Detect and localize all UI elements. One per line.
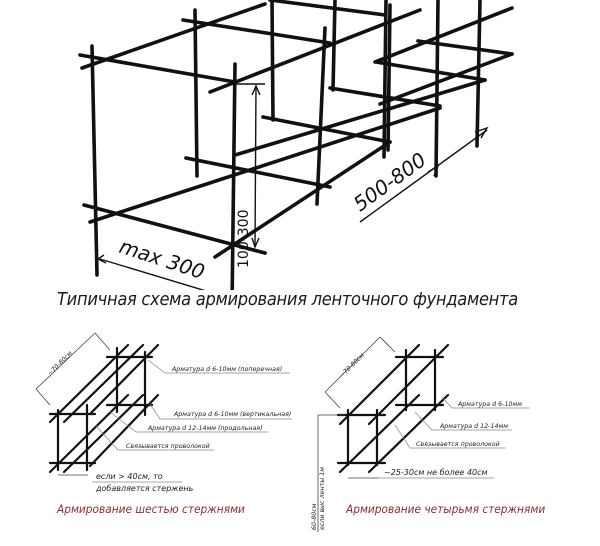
label-wire-right: Связывается проволокой: [416, 441, 500, 448]
label-500-800: 500-800: [349, 148, 431, 217]
label-rebar-12-14: Арматура d 12-14мм: [439, 423, 508, 430]
dimension-max-300: max 300: [96, 234, 208, 290]
label-width-left: ~70-80см: [46, 350, 74, 378]
label-note-line2: добавляется стержень: [95, 484, 194, 493]
label-wire: Связывается проволокой: [126, 443, 210, 450]
dimension-500-800: 500-800: [349, 126, 489, 223]
label-height-right-1: 60-80см: [311, 503, 318, 530]
caption-six-rods: Армирование шестью стержнями: [57, 502, 245, 516]
label-rebar-6-10: Арматура d 6-10мм: [457, 401, 522, 408]
dimension-100-300: 100-300: [232, 83, 265, 269]
rebar-cage-rods: [78, 0, 514, 290]
label-100-300: 100-300: [236, 210, 252, 269]
diagram-title: Типичная схема армирования ленточного фу…: [57, 290, 518, 310]
label-height-right-2: если выс ленты 1м: [319, 467, 326, 530]
label-max-300: max 300: [116, 234, 207, 284]
scheme-six-rods-drawing: ~70-80см Арматура d 6-10мм (поперечная) …: [35, 332, 292, 493]
label-note-line1: если > 40см, то: [96, 472, 163, 481]
label-longitudinal-rebar: Арматура d 12-14мм (продольная): [147, 425, 263, 432]
label-transverse-rebar: Арматура d 6-10мм (поперечная): [171, 366, 282, 373]
rebar-cage-isometric-drawing: max 300 100-300 500-800: [78, 0, 514, 290]
caption-four-rods: Армирование четырьмя стержнями: [346, 502, 546, 516]
label-vertical-rebar: Арматура d 6-10мм (вертикальная): [173, 411, 291, 418]
label-spacing-right: ~25-30см не более 40см: [384, 468, 488, 477]
label-width-right: ~70-80см: [338, 352, 366, 380]
